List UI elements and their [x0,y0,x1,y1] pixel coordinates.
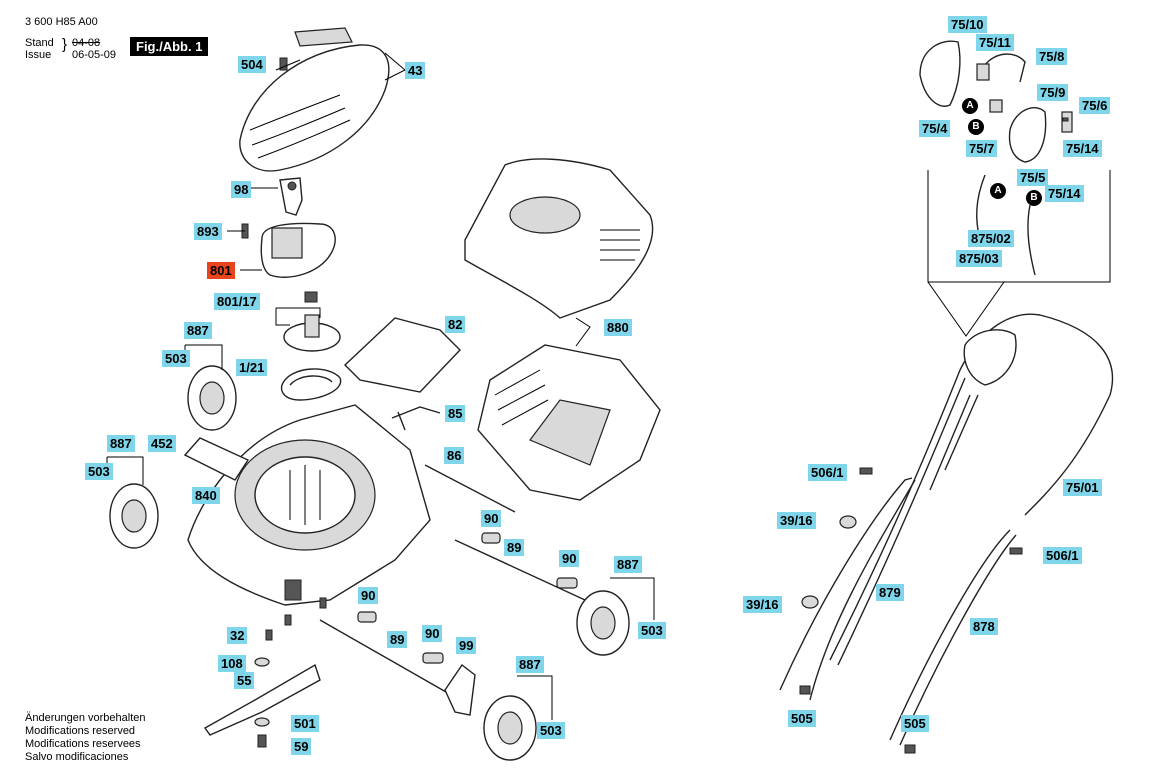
part-label-85[interactable]: 85 [445,405,466,422]
part-label-505-b[interactable]: 505 [901,715,929,732]
part-label-893[interactable]: 893 [194,223,222,240]
marker-b-top: B [968,119,984,135]
part-label-39-16-a[interactable]: 39/16 [777,512,816,529]
part-label-75-01[interactable]: 75/01 [1063,479,1102,496]
part-label-887-c[interactable]: 887 [614,556,642,573]
belt-1-21-drawing [280,368,342,401]
note-es: Salvo modificaciones [25,751,129,763]
motor-801-drawing [241,222,336,278]
part-label-82[interactable]: 82 [445,316,466,333]
part-label-75-5[interactable]: 75/5 [1017,169,1049,186]
part-label-879[interactable]: 879 [876,584,904,601]
part-label-89-a[interactable]: 89 [504,539,525,556]
part-label-90-c[interactable]: 90 [358,587,379,604]
part-label-1-21[interactable]: 1/21 [236,359,268,376]
spring-drawings [357,532,578,664]
part-label-887-b[interactable]: 887 [107,435,135,452]
part-label-503-a[interactable]: 503 [162,350,190,367]
stand-label: Stand [25,37,54,49]
marker-b-bottom: B [1026,190,1042,206]
wheel-drawings [109,365,630,761]
marker-a-bottom: A [990,183,1006,199]
hood-cover-drawing [239,27,390,172]
part-label-90-d[interactable]: 90 [422,625,443,642]
part-label-75-10[interactable]: 75/10 [948,16,987,33]
bracket-lines [106,52,655,720]
figure-label: Fig./Abb. 1 [130,37,209,56]
part-label-75-14-a[interactable]: 75/14 [1063,140,1102,157]
part-label-75-11[interactable]: 75/11 [976,34,1014,51]
part-label-90-a[interactable]: 90 [481,510,502,527]
part-label-32[interactable]: 32 [227,627,248,644]
part-label-880[interactable]: 880 [604,319,632,336]
part-label-43[interactable]: 43 [405,62,426,79]
part-label-55[interactable]: 55 [234,672,255,689]
part-label-89-b[interactable]: 89 [387,631,408,648]
part-label-90-b[interactable]: 90 [559,550,580,567]
part-label-75-8[interactable]: 75/8 [1036,48,1068,65]
switch-98-drawing [279,177,303,216]
part-label-887-a[interactable]: 887 [184,322,212,339]
part-label-75-6[interactable]: 75/6 [1079,97,1111,114]
part-label-75-14-b[interactable]: 75/14 [1045,185,1084,202]
part-label-86[interactable]: 86 [444,447,465,464]
screw-504-drawing [279,57,288,71]
grassbox-top-drawing [464,158,654,319]
part-label-875-02[interactable]: 875/02 [968,230,1014,247]
marker-a-top: A [962,98,978,114]
panel-82-drawing [343,317,461,393]
part-label-59[interactable]: 59 [291,738,312,755]
issue-date: 06-05-09 [72,49,117,61]
part-label-99[interactable]: 99 [456,637,477,654]
brace: } [62,36,68,53]
part-label-505-a[interactable]: 505 [788,710,816,727]
part-label-75-7[interactable]: 75/7 [966,140,998,157]
part-label-75-9[interactable]: 75/9 [1037,84,1069,101]
lever-99-drawing [444,663,476,716]
grassbox-bottom-drawing [477,344,661,501]
note-de: Änderungen vorbehalten [25,712,146,724]
part-label-506-1-b[interactable]: 506/1 [1043,547,1082,564]
old-date: 04-08 [72,37,101,49]
part-label-887-d[interactable]: 887 [516,656,544,673]
part-label-98[interactable]: 98 [231,181,252,198]
part-label-878[interactable]: 878 [970,618,998,635]
part-label-503-b[interactable]: 503 [85,463,113,480]
issue-label: Issue [25,49,52,61]
part-label-801[interactable]: 801 [207,262,235,279]
lever-85-drawing [391,406,441,431]
part-label-503-d[interactable]: 503 [537,722,565,739]
blade-55-drawing [203,597,327,748]
note-fr: Modifications reservees [25,738,141,750]
part-label-506-1-a[interactable]: 506/1 [808,464,847,481]
part-label-504[interactable]: 504 [238,56,266,73]
deck-840-drawing [187,404,431,606]
part-label-503-c[interactable]: 503 [638,622,666,639]
fan-801-17-drawing [275,291,341,352]
switch-box-drawing [919,40,1073,276]
part-label-108[interactable]: 108 [218,655,246,672]
part-label-875-03[interactable]: 875/03 [956,250,1002,267]
doc-number: 3 600 H85 A00 [25,16,98,28]
part-label-840[interactable]: 840 [192,487,220,504]
part-label-39-16-b[interactable]: 39/16 [743,596,782,613]
part-label-75-4[interactable]: 75/4 [919,120,951,137]
axle-drawings [319,464,586,701]
part-label-501[interactable]: 501 [291,715,319,732]
label-452-drawing [183,437,250,481]
part-label-452[interactable]: 452 [148,435,176,452]
detail-frame [927,170,1111,337]
note-en: Modifications reserved [25,725,136,737]
part-label-801-17[interactable]: 801/17 [214,293,260,310]
handle-assembly-drawing [779,313,1114,754]
